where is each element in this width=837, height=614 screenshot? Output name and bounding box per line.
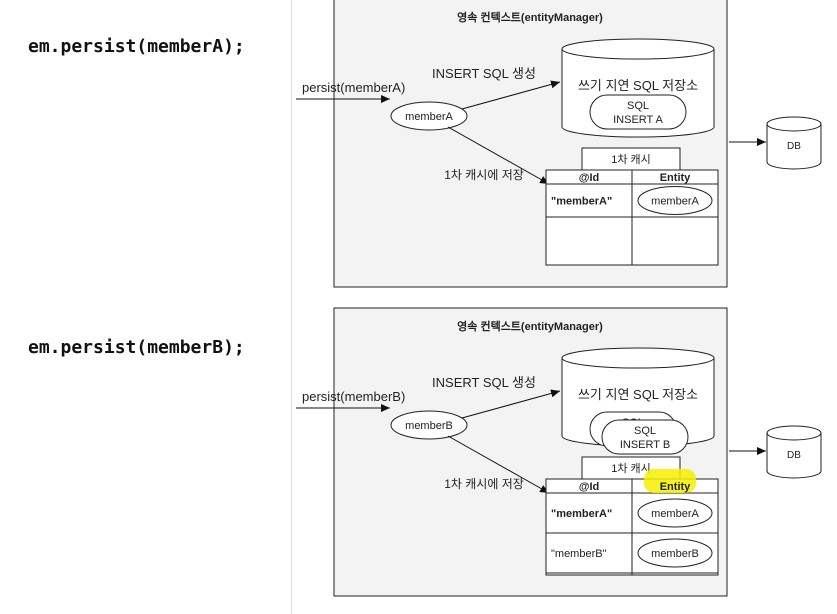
panel-separator (291, 300, 292, 614)
cache-title: 1차 캐시 (611, 153, 651, 166)
column-header-id: @Id (579, 481, 600, 493)
panel-separator (291, 0, 292, 300)
column-header-entity: Entity (660, 172, 691, 184)
context-title: 영속 컨텍스트(entityManager) (457, 10, 603, 24)
persist-label: persist(memberB) (302, 389, 405, 404)
database-cylinder (766, 124, 822, 170)
entity-node-label: memberA (405, 111, 453, 123)
database-top (766, 425, 822, 441)
database-cylinder (766, 433, 822, 479)
cache-row-entity-label: memberB (651, 548, 699, 560)
code-line-persist-a: em.persist(memberA); (28, 36, 245, 57)
database-label: DB (787, 450, 801, 461)
insert-sql-label: INSERT SQL 생성 (432, 375, 536, 390)
sql-store-top (561, 347, 715, 369)
cache-store-arrow (447, 435, 550, 494)
sql-insert-box (601, 419, 689, 455)
sql-box-line1: SQL (634, 425, 656, 437)
persist-label: persist(memberA) (302, 80, 405, 95)
sql-store-label: 쓰기 지연 SQL 저장소 (578, 78, 698, 93)
column-header-entity: Entity (660, 481, 691, 493)
column-header-id: @Id (579, 172, 600, 184)
sql-box-line1: SQL (627, 100, 649, 112)
cache-row-entity (637, 498, 713, 528)
cache-store-label: 1차 캐시에 저장 (444, 168, 524, 182)
cache-row-entity-label: memberA (651, 196, 699, 208)
sql-store-top (561, 38, 715, 60)
cache-row-entity (637, 538, 713, 568)
cache-store-arrow (447, 126, 550, 185)
cache-store-label: 1차 캐시에 저장 (444, 477, 524, 491)
entity-column-highlight (644, 469, 696, 493)
cache-row-id: "memberA" (551, 196, 612, 208)
sql-box-line2: INSERT B (620, 439, 670, 451)
entity-node (390, 410, 468, 440)
insert-sql-arrow (461, 80, 561, 110)
insert-sql-label: INSERT SQL 생성 (432, 66, 536, 81)
cache-row-id: "memberA" (551, 508, 612, 520)
database-top (766, 116, 822, 132)
sql-store-label: 쓰기 지연 SQL 저장소 (578, 387, 698, 402)
insert-sql-arrow (461, 389, 561, 419)
sql-box-line2: INSERT A (613, 114, 663, 126)
entity-node-label: memberB (405, 420, 453, 432)
cache-row-entity (637, 186, 713, 215)
sql-insert-box (589, 94, 687, 130)
cache-title: 1차 캐시 (611, 462, 651, 475)
cache-row-entity-label: memberA (651, 508, 699, 520)
cache-row-id: "memberB" (551, 548, 607, 560)
context-title: 영속 컨텍스트(entityManager) (457, 319, 603, 333)
code-line-persist-b: em.persist(memberB); (28, 337, 245, 358)
entity-node (390, 101, 468, 131)
database-label: DB (787, 141, 801, 152)
